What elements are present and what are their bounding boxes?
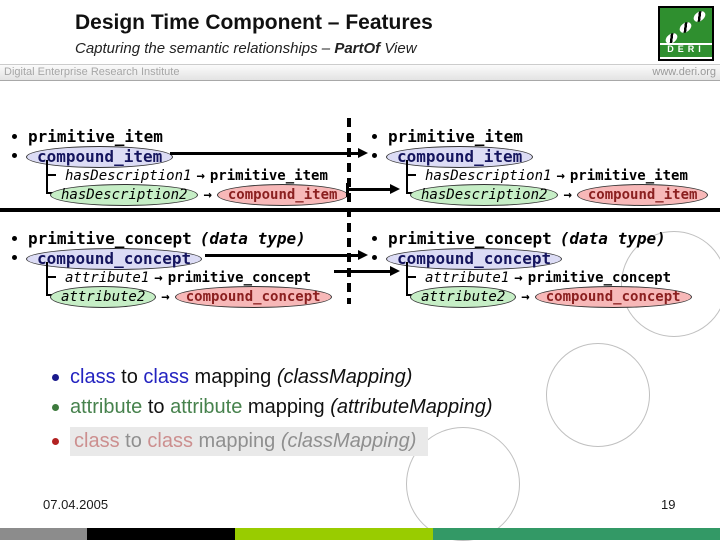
datatype-note: (data type) bbox=[199, 229, 306, 248]
panel-concepts-right: primitive_concept(data type) compound_co… bbox=[370, 229, 720, 321]
relation-row: attribute1→primitive_concept bbox=[425, 270, 672, 286]
highlight-ellipse: attribute2 bbox=[50, 286, 157, 308]
mapping-arrow-concepts-sub-line bbox=[334, 270, 390, 273]
highlight-ellipse: attribute2 bbox=[410, 286, 517, 308]
primitive-concept-row: primitive_concept(data type) bbox=[28, 229, 306, 248]
tree-bracket bbox=[406, 174, 416, 176]
highlight-ellipse: hasDescription2 bbox=[50, 184, 199, 206]
relation-row: attribute2→compound_concept bbox=[50, 286, 332, 308]
tree-bracket bbox=[406, 276, 416, 278]
page-subtitle: Capturing the semantic relationships – P… bbox=[75, 40, 417, 57]
mapping-bullet-class: class to class mapping (classMapping) bbox=[52, 366, 412, 389]
subtitle-emphasis: PartOf bbox=[334, 40, 381, 57]
relation-row: hasDescription1→primitive_item bbox=[425, 168, 688, 184]
logo-bean-icon bbox=[691, 8, 708, 25]
mapping-arrow-items-line bbox=[170, 152, 358, 155]
highlight-ellipse: compound_item bbox=[26, 146, 174, 168]
mapping-bullet-class-faded: class to class mapping (classMapping) bbox=[52, 427, 429, 456]
decor-circle bbox=[546, 343, 650, 447]
page-title: Design Time Component – Features bbox=[75, 11, 433, 34]
compound-concept-row: compound_concept bbox=[26, 248, 203, 270]
mapping-arrow-cap bbox=[346, 183, 349, 197]
mapping-text-highlighted: class to class mapping (classMapping) bbox=[70, 427, 429, 456]
logo-bean-icon bbox=[677, 19, 694, 36]
primitive-concept-row: primitive_concept(data type) bbox=[388, 229, 666, 248]
page-number: 19 bbox=[661, 497, 676, 512]
mapping-arrow-concepts-line bbox=[205, 254, 358, 257]
highlight-ellipse: hasDescription2 bbox=[410, 184, 559, 206]
compound-item-row: compound_item bbox=[386, 146, 534, 168]
primitive-item-row: primitive_item bbox=[28, 127, 163, 146]
mapping-arrow-items-head bbox=[358, 148, 368, 158]
mapping-text: attribute to attribute mapping (attribut… bbox=[70, 396, 493, 418]
bullet-dot bbox=[52, 404, 59, 411]
datatype-note: (data type) bbox=[559, 229, 666, 248]
arrow-glyph: → bbox=[521, 289, 530, 305]
arrow-glyph: → bbox=[514, 270, 523, 286]
institute-name: Digital Enterprise Research Institute bbox=[4, 66, 180, 78]
mapping-arrow-items-sub-head bbox=[390, 184, 400, 194]
arrow-glyph: → bbox=[196, 168, 205, 184]
decor-circle bbox=[621, 231, 720, 337]
mapping-bullet-attribute: attribute to attribute mapping (attribut… bbox=[52, 396, 493, 419]
arrow-glyph: → bbox=[556, 168, 565, 184]
tree-bracket bbox=[406, 160, 408, 194]
arrow-glyph: → bbox=[161, 289, 170, 305]
panel-items-left: primitive_item compound_item hasDescript… bbox=[10, 127, 360, 219]
highlight-ellipse: compound_concept bbox=[386, 248, 563, 270]
relation-row: hasDescription2→compound_item bbox=[410, 184, 709, 206]
tree-bracket bbox=[46, 262, 48, 296]
highlight-ellipse: compound_item bbox=[576, 184, 709, 206]
arrow-glyph: → bbox=[154, 270, 163, 286]
slide-date: 07.04.2005 bbox=[43, 497, 109, 512]
mapping-arrow-concepts-head bbox=[358, 250, 368, 260]
bullet-dot bbox=[372, 236, 377, 241]
highlight-ellipse: compound_concept bbox=[534, 286, 692, 308]
institute-bar bbox=[0, 64, 720, 81]
tree-bracket bbox=[406, 262, 408, 296]
bullet-dot bbox=[12, 255, 17, 260]
bullet-dot bbox=[12, 236, 17, 241]
relation-row: hasDescription1→primitive_item bbox=[65, 168, 328, 184]
mapping-arrow-items-sub-line bbox=[348, 188, 390, 191]
bullet-dot bbox=[372, 153, 377, 158]
highlight-ellipse: compound_item bbox=[216, 184, 349, 206]
relation-row: attribute2→compound_concept bbox=[410, 286, 692, 308]
mapping-text: class to class mapping (classMapping) bbox=[70, 366, 413, 388]
arrow-glyph: → bbox=[563, 187, 572, 203]
logo-wordmark: DERI bbox=[660, 43, 712, 59]
mapping-arrow-concepts-sub-head bbox=[390, 266, 400, 276]
footer-bar-black bbox=[87, 528, 235, 540]
bullet-dot bbox=[372, 255, 377, 260]
bullet-dot bbox=[372, 134, 377, 139]
section-separator-line bbox=[0, 208, 720, 212]
arrow-glyph: → bbox=[203, 187, 212, 203]
tree-bracket bbox=[46, 160, 48, 194]
highlight-ellipse: compound_concept bbox=[26, 248, 203, 270]
footer-bar-gray bbox=[0, 528, 87, 540]
website-url: www.deri.org bbox=[652, 66, 716, 78]
relation-row: attribute1→primitive_concept bbox=[65, 270, 312, 286]
panel-items-right: primitive_item compound_item hasDescript… bbox=[370, 127, 720, 219]
compound-concept-row: compound_concept bbox=[386, 248, 563, 270]
bullet-dot bbox=[12, 153, 17, 158]
tree-bracket bbox=[46, 276, 56, 278]
deri-logo: DERI bbox=[658, 6, 714, 61]
primitive-item-row: primitive_item bbox=[388, 127, 523, 146]
bullet-dot bbox=[12, 134, 17, 139]
relation-row: hasDescription2→compound_item bbox=[50, 184, 349, 206]
bullet-dot bbox=[52, 438, 59, 445]
bullet-dot bbox=[52, 374, 59, 381]
tree-bracket bbox=[46, 174, 56, 176]
highlight-ellipse: compound_item bbox=[386, 146, 534, 168]
footer-bar-lime bbox=[235, 528, 433, 540]
panel-concepts-left: primitive_concept(data type) compound_co… bbox=[10, 229, 360, 321]
footer-bar-green bbox=[433, 528, 720, 540]
compound-item-row: compound_item bbox=[26, 146, 174, 168]
highlight-ellipse: compound_concept bbox=[174, 286, 332, 308]
